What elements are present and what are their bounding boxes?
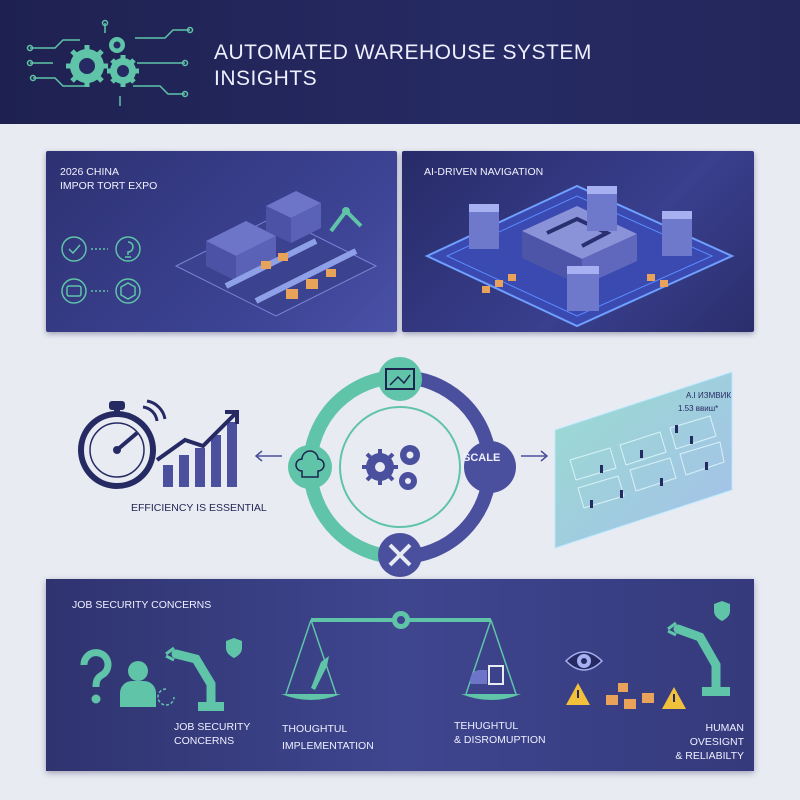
isometric-warehouse-illustration — [424, 184, 735, 328]
arrow-left-icon — [254, 450, 282, 462]
expo-label: 2026 CHINA IMPOR TORT EXPO — [60, 165, 157, 193]
page-title-line2: INSIGHTS — [214, 67, 318, 90]
item-1-line1: JOB SECURITY — [174, 721, 251, 733]
item-3-line1: TEHUGHTUL — [454, 720, 519, 732]
isometric-factory-illustration — [174, 191, 378, 317]
item-3-line2: & DISROMUPTION — [454, 734, 546, 746]
item-4-label: HUMAN OVESIGNT & RELIABILTY — [664, 721, 744, 763]
checklist-icon — [61, 236, 87, 262]
page-title-line1: AUTOMATED WAREHOUSE SYSTEM — [214, 41, 592, 64]
eye-icon — [564, 651, 604, 671]
expo-label-line1: 2026 CHINA — [60, 166, 119, 178]
efficiency-label: EFFICIENCY IS ESSENTIAL — [131, 502, 267, 514]
expo-icons — [61, 236, 141, 304]
item-3-label: TEHUGHTUL & DISROMUPTION — [454, 719, 546, 747]
item-2-line2: IMPLEMENTATION — [282, 740, 374, 752]
box-icon — [115, 278, 141, 304]
robot-arm-icon — [157, 638, 242, 711]
scale-node — [464, 441, 516, 493]
question-mark-icon — [80, 649, 112, 704]
navigation-panel: AI-DRIVEN NAVIGATION — [402, 151, 754, 332]
cycle-diagram — [288, 357, 516, 577]
robot-arm-shield-icon — [667, 601, 730, 696]
section-title: JOB SECURITY CONCERNS — [72, 599, 212, 611]
scale-label: SCALE — [463, 452, 501, 464]
expo-panel: 2026 CHINA IMPOR TORT EXPO — [46, 151, 397, 332]
navigation-label: AI-DRIVEN NAVIGATION — [424, 166, 544, 178]
balance-scale-icon — [281, 611, 521, 700]
growth-chart-icon — [155, 410, 239, 487]
map-title: A.I ИЗМВИК — [686, 391, 731, 400]
item-2-line1: THOUGHTUL — [282, 723, 348, 735]
holographic-map — [554, 371, 733, 549]
job-security-section: JOB SECURITY CONCERNS JOB SECURITY CONCE… — [46, 579, 754, 771]
gears-circuit-icon — [26, 19, 194, 106]
camera-icon — [61, 278, 87, 304]
brain-node — [288, 445, 332, 489]
rocket-icon — [311, 656, 329, 690]
item-1-line2: CONCERNS — [174, 735, 235, 747]
map-subtitle: 1.53 ввиш* — [678, 404, 719, 413]
stopwatch-icon — [78, 399, 167, 489]
page-title: AUTOMATED WAREHOUSE SYSTEM INSIGHTS — [214, 40, 592, 92]
lightbulb-icon — [115, 236, 141, 262]
header-banner: AUTOMATED WAREHOUSE SYSTEM INSIGHTS — [0, 0, 800, 124]
expo-label-line2: IMPOR TORT EXPO — [60, 180, 158, 192]
arrow-right-icon — [521, 450, 549, 462]
item-2-label: THOUGHTUL IMPLEMENTATION — [282, 722, 374, 753]
worker-icon — [120, 661, 156, 707]
item-1-label: JOB SECURITY CONCERNS — [174, 720, 251, 748]
item-4-line2: OVESIGNT — [689, 736, 744, 748]
gears-icon — [362, 445, 420, 490]
item-4-line3: & RELIABILTY — [675, 750, 744, 762]
warning-icons — [566, 683, 686, 709]
item-4-line1: HUMAN — [705, 722, 745, 734]
brain-doc-icon — [470, 669, 487, 684]
